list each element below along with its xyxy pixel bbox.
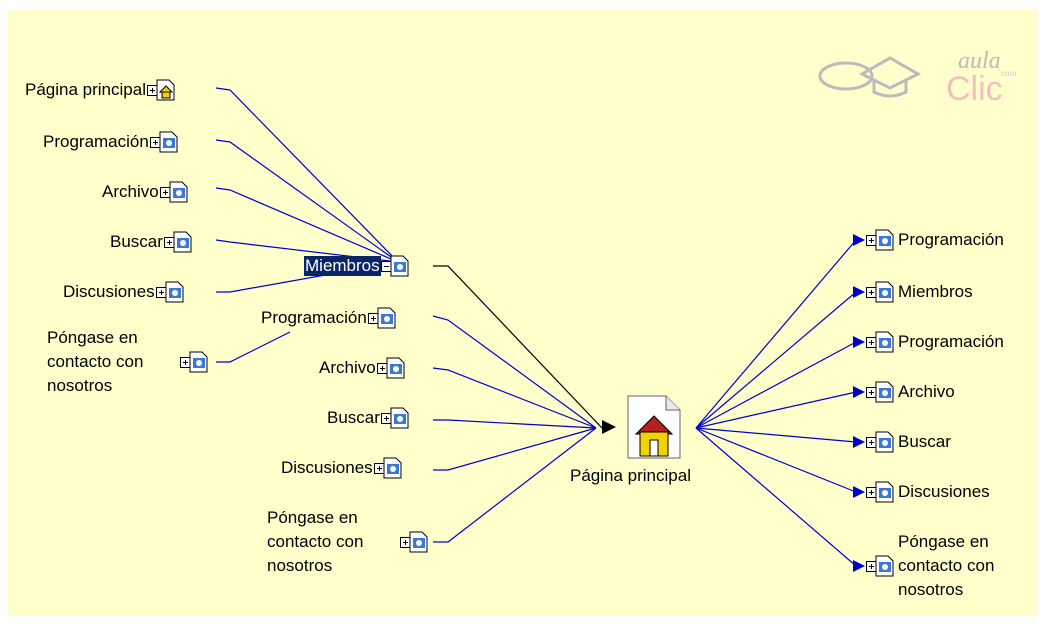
web-page-icon: [157, 130, 181, 154]
right-node-buscar[interactable]: Buscar: [866, 430, 952, 454]
web-page-icon: [384, 356, 408, 380]
middle-node-buscar[interactable]: Buscar: [326, 406, 412, 430]
left-node-buscar[interactable]: Buscar: [109, 230, 195, 254]
outgoing-arrow-icon: [853, 336, 865, 348]
node-label: Póngase en contacto con nosotros: [267, 508, 364, 575]
node-label: Buscar: [898, 432, 951, 451]
outgoing-arrow-icon: [853, 286, 865, 298]
left-node-home[interactable]: Página principal: [24, 78, 178, 102]
left-node-discusiones[interactable]: Discusiones: [62, 280, 187, 304]
web-page-icon: [873, 430, 897, 454]
node-label: Programación: [43, 132, 149, 151]
center-node-label[interactable]: Página principal: [570, 466, 691, 485]
node-label: Programación: [898, 332, 1004, 351]
incoming-arrow-icon: [602, 420, 616, 434]
middle-node-contacto[interactable]: Póngase en contacto con nosotros: [266, 506, 431, 578]
node-label: Archivo: [319, 358, 376, 377]
node-label: Póngase en contacto con nosotros: [898, 532, 995, 599]
logo-aula-text: aula: [958, 48, 1001, 74]
web-page-icon: [873, 480, 897, 504]
web-page-icon: [171, 230, 195, 254]
logo-com-text: com: [1001, 69, 1016, 78]
outgoing-arrow-icon: [853, 234, 865, 246]
middle-node-programacion[interactable]: Programación: [260, 306, 399, 330]
node-label: Miembros: [898, 282, 973, 301]
home-page-large-icon[interactable]: [624, 392, 684, 467]
web-page-icon: [163, 280, 187, 304]
node-label: Archivo: [898, 382, 955, 401]
right-node-discusiones[interactable]: Discusiones: [866, 480, 991, 504]
graduation-cap-mouse-icon: aula com Clic: [818, 48, 1016, 108]
outgoing-arrow-icon: [853, 436, 865, 448]
web-page-icon: [388, 406, 412, 430]
logo-clic-text: Clic: [946, 70, 1003, 108]
node-label: Discusiones: [63, 282, 155, 301]
node-label: Programación: [261, 308, 367, 327]
middle-node-miembros[interactable]: Miembros: [304, 254, 412, 278]
node-label: Archivo: [102, 182, 159, 201]
outgoing-arrow-icon: [853, 486, 865, 498]
middle-node-archivo[interactable]: Archivo: [318, 356, 408, 380]
node-label: Discusiones: [281, 458, 373, 477]
node-label: Página principal: [25, 80, 146, 99]
right-node-contacto[interactable]: Póngase en contacto con nosotros: [866, 530, 1038, 602]
web-page-icon: [167, 180, 191, 204]
outgoing-arrow-icon: [853, 386, 865, 398]
web-page-icon: [873, 280, 897, 304]
aulaclic-logo: aula com Clic: [818, 38, 1018, 113]
outgoing-arrow-icon: [853, 560, 865, 572]
web-page-icon: [187, 350, 211, 374]
right-node-programacion-2[interactable]: Programación: [866, 330, 1005, 354]
web-page-icon: [388, 254, 412, 278]
web-page-icon: [381, 456, 405, 480]
home-page-icon: [154, 78, 178, 102]
link-lines: [215, 87, 857, 567]
right-node-archivo[interactable]: Archivo: [866, 380, 956, 404]
node-label: Buscar: [110, 232, 163, 251]
right-node-programacion[interactable]: Programación: [866, 228, 1005, 252]
node-label: Póngase en contacto con nosotros: [47, 328, 144, 395]
middle-node-discusiones[interactable]: Discusiones: [280, 456, 405, 480]
site-navigation-diagram: aula com Clic Página principal Programac…: [8, 10, 1038, 616]
node-label: Programación: [898, 230, 1004, 249]
left-node-contacto[interactable]: Póngase en contacto con nosotros: [46, 326, 211, 398]
web-page-icon: [873, 380, 897, 404]
web-page-icon: [873, 554, 897, 578]
left-node-programacion[interactable]: Programación: [42, 130, 181, 154]
web-page-icon: [873, 228, 897, 252]
web-page-icon: [375, 306, 399, 330]
right-node-miembros[interactable]: Miembros: [866, 280, 974, 304]
node-label-selected: Miembros: [304, 256, 381, 276]
web-page-icon: [873, 330, 897, 354]
node-label: Buscar: [327, 408, 380, 427]
left-node-archivo[interactable]: Archivo: [101, 180, 191, 204]
node-label: Discusiones: [898, 482, 990, 501]
web-page-icon: [407, 530, 431, 554]
